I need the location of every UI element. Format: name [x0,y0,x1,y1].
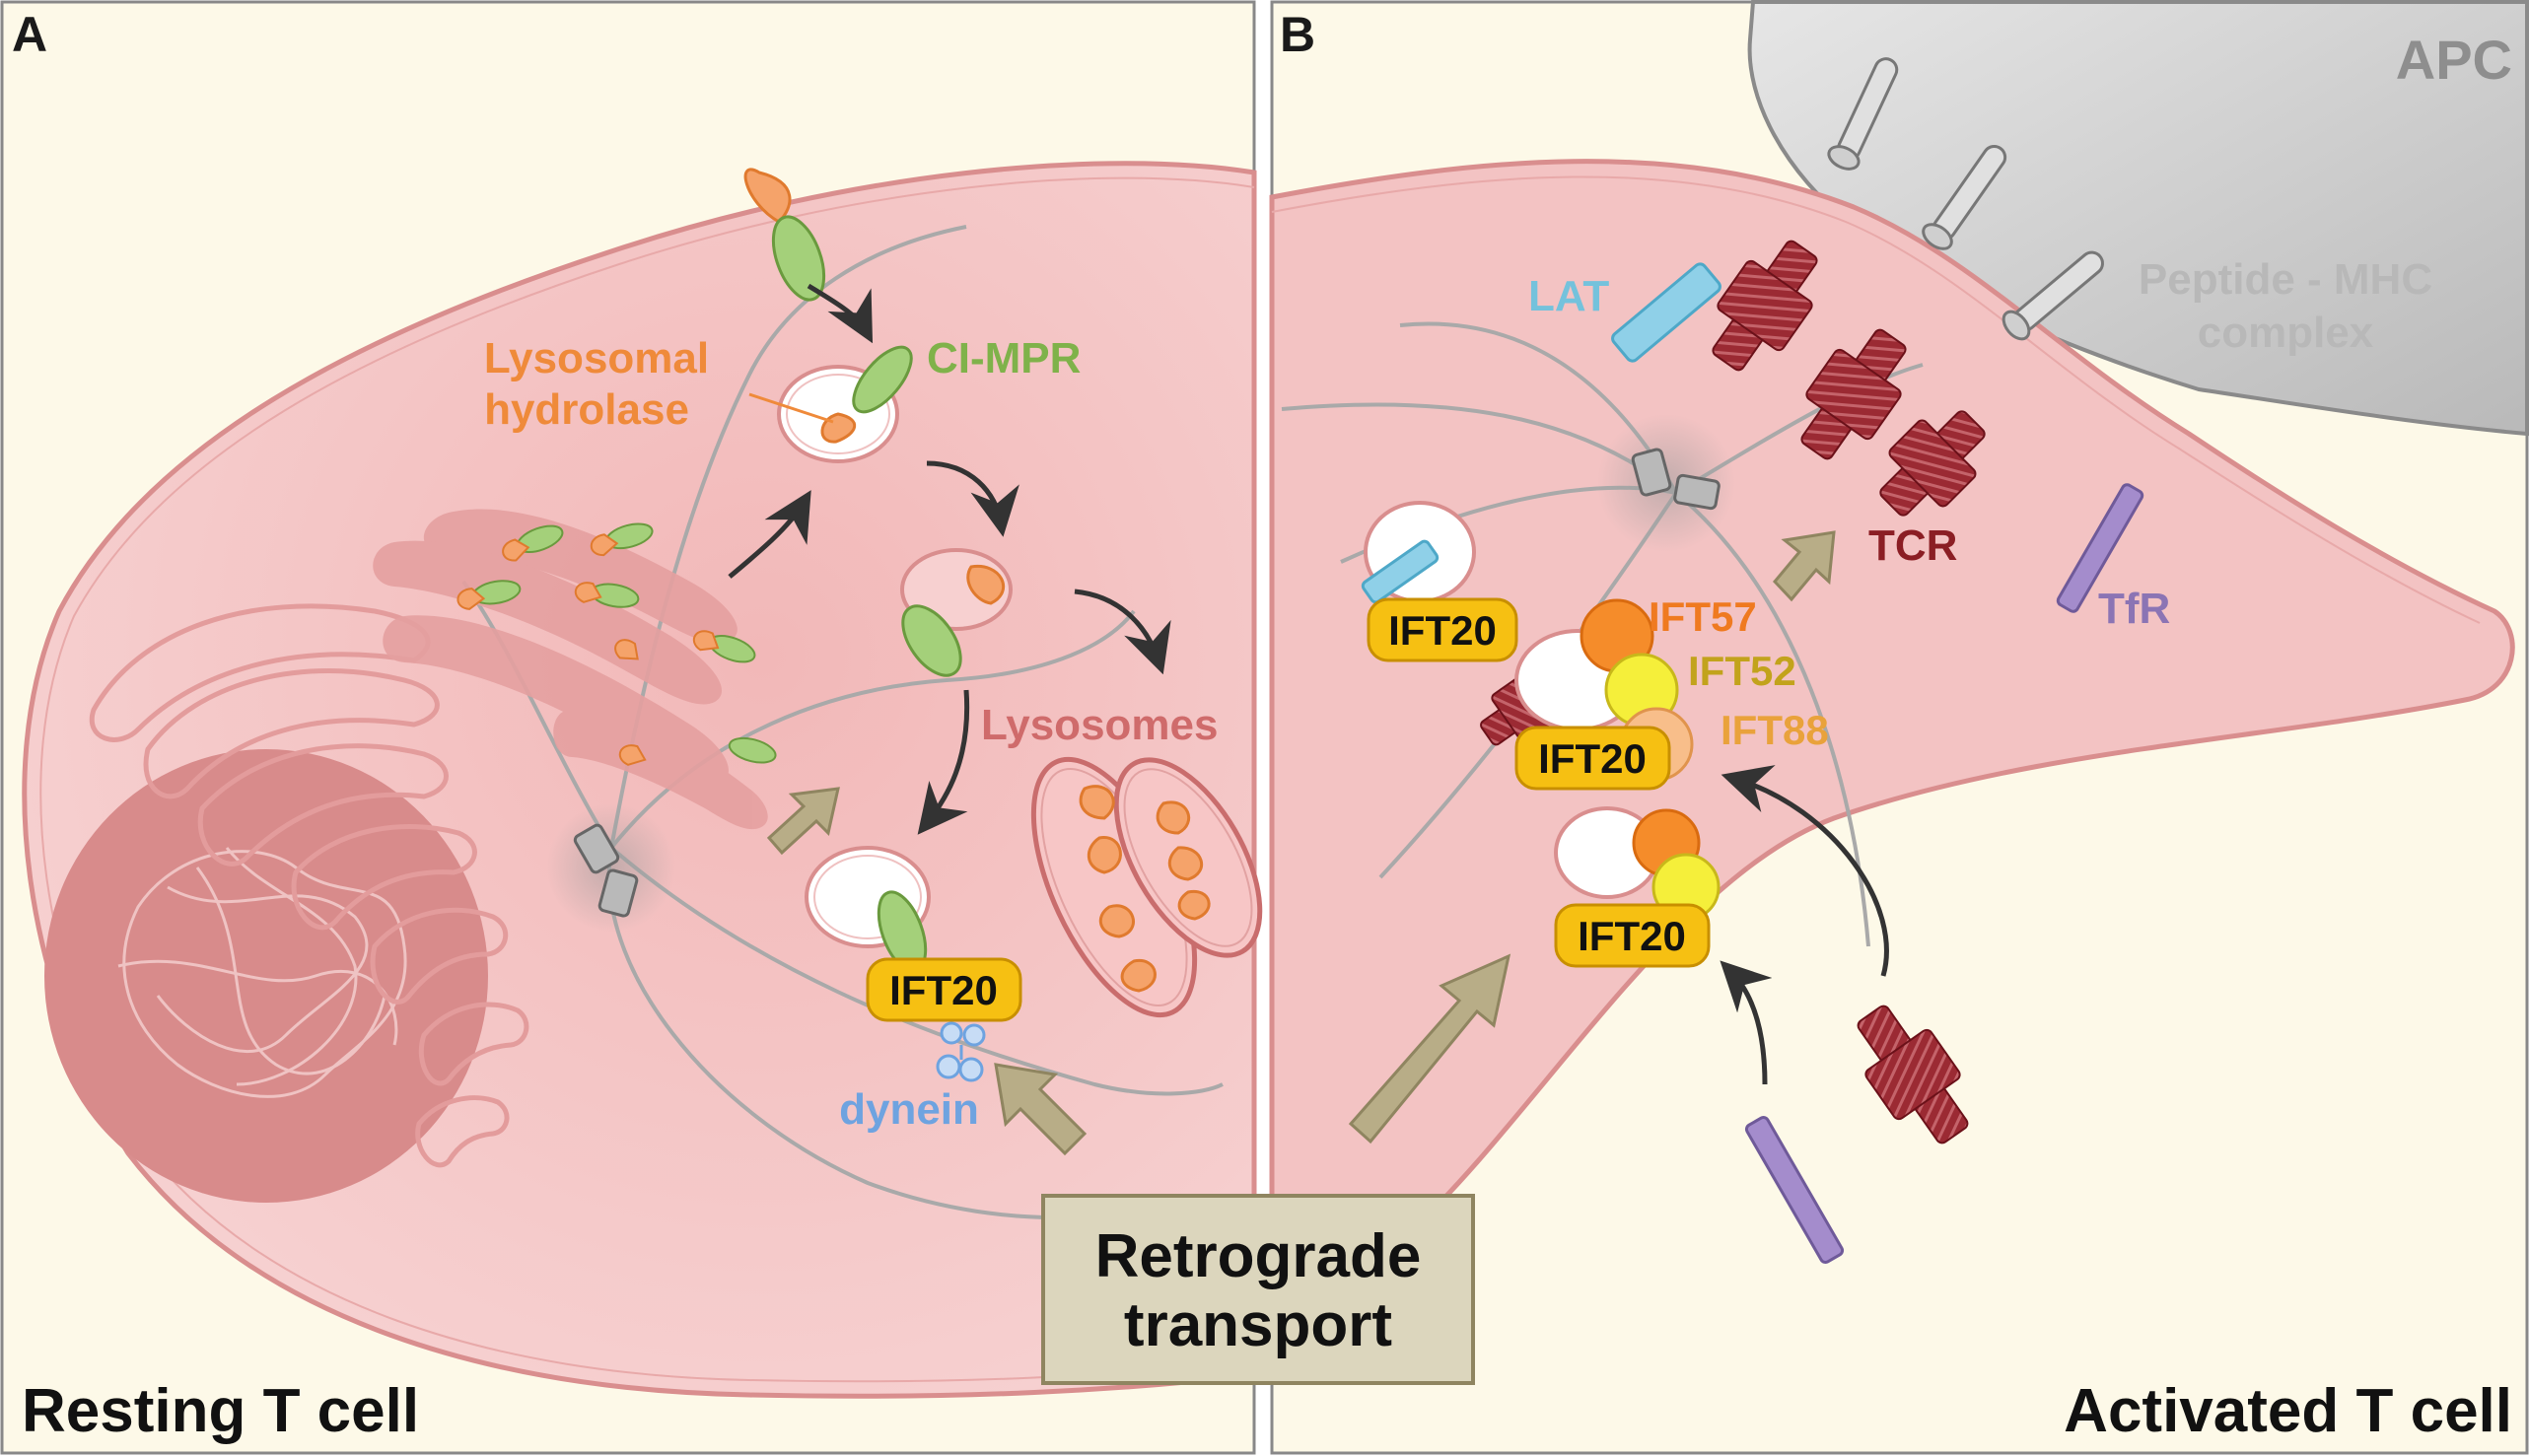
ift88-label: IFT88 [1721,707,1829,753]
dynein-motor [936,1021,986,1082]
tfr-molecule-bottom [1744,1116,1845,1264]
tcr-label: TCR [1868,521,1957,570]
lysosomal-hydrolase-label-2: hydrolase [484,385,689,434]
mtoc-a [547,803,675,932]
peptide-mhc-complexes [1827,57,2104,341]
olive-arrows-b [1348,530,1836,1144]
ift57-label: IFT57 [1649,593,1757,640]
ift20-label-a: IFT20 [889,967,998,1013]
tfr-molecule-right [2056,483,2144,613]
retrograde-transport-box: Retrograde transport [1041,1194,1475,1385]
ift20-pill-b-mid: IFT20 [1514,726,1671,791]
ift20-pill-b-bottom: IFT20 [1554,903,1711,968]
incoming-hydrolase-receptor [743,168,826,302]
flow-arrows-a [728,283,1171,835]
peptide-mhc-label-2: complex [2198,309,2374,357]
retrograde-label-1: Retrograde [1095,1222,1422,1290]
panel-b: IFT20 IFT20 IFT20 B APC Peptide - MHC co… [1269,0,2529,1455]
golgi-apparatus [373,509,768,830]
vesicle-lat [1361,501,1476,604]
ci-mpr-label: CI-MPR [927,334,1081,382]
tfr-label: TfR [2098,585,2170,633]
golgi-cargo [457,522,777,766]
panel-a-letter: A [12,7,47,62]
vesicle-golgi-exit [777,345,913,463]
lysosomes-group [1030,756,1263,1018]
vesicle-mid [900,548,1013,677]
lysosomes-label: Lysosomes [981,701,1218,749]
mtoc-b [1597,414,1735,552]
ift20-pill-b-top: IFT20 [1367,597,1518,662]
ift20-pill-a: IFT20 [866,957,1022,1022]
hydrolase-pointer [748,392,834,424]
nucleus [44,749,488,1203]
apc-label: APC [2396,29,2512,91]
ift20-label-b-mid: IFT20 [1538,735,1647,782]
ift20-label-b-bottom: IFT20 [1578,913,1686,959]
microtubules-a [461,225,1224,1219]
panel-a: IFT20 A Lysosomal hydrolase CI-MPR Lysos… [0,0,1263,1455]
lat-label: LAT [1528,272,1609,320]
ift52-label: IFT52 [1688,648,1796,694]
tcr-complexes [1480,240,1986,1144]
dynein-label: dynein [839,1085,979,1134]
activated-cell-body [1269,159,2515,1284]
panel-b-title: Activated T cell [2064,1377,2512,1445]
peptide-mhc-label-1: Peptide - MHC [2139,255,2432,304]
flow-arrows-b [1720,765,1889,1085]
olive-arrows-a [766,787,1088,1156]
ift20-label-b-top: IFT20 [1388,607,1497,654]
panel-b-letter: B [1280,7,1315,62]
retrograde-label-2: transport [1124,1291,1392,1359]
lat-molecule [1611,262,1721,363]
panel-a-title: Resting T cell [22,1377,419,1445]
lysosomal-hydrolase-label-1: Lysosomal [484,334,709,382]
